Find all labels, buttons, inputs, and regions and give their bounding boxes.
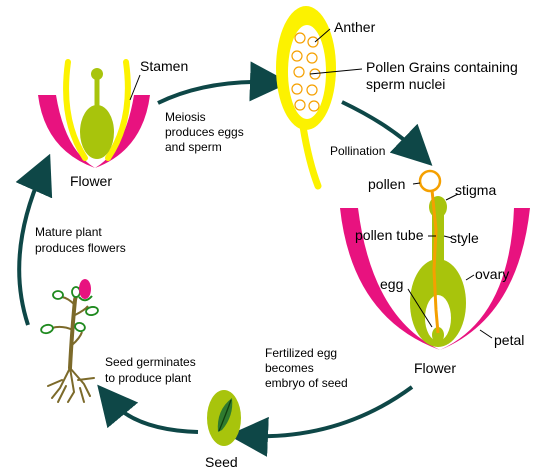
pollen-grains-label-2: sperm nuclei [366,76,445,92]
pollination-label: Pollination [330,144,385,158]
anther-illustration [276,6,363,190]
roots [47,367,95,403]
stamen-left [63,59,88,161]
young-plant-illustration [40,279,99,403]
pollen-pointer [412,182,421,185]
flower-right-illustration [340,169,530,350]
ovary-pointer [465,274,475,281]
meiosis-label-2: produces eggs [165,125,244,139]
style-label: style [450,230,479,246]
egg-cell [432,327,444,343]
arrow-pollination [341,100,433,166]
germinates-label-1: Seed germinates [105,355,196,369]
fertilized-label-1: Fertilized egg [265,346,337,360]
plant-flower-sepal [78,295,93,302]
germinates-label-2: to produce plant [105,371,192,385]
pollen-grain-on-stigma [418,169,442,193]
anther-label: Anther [334,19,376,35]
pollen-grains [291,32,321,112]
petal-right-right [440,208,530,350]
branch-left-1 [51,325,74,331]
flower-left-illustration [38,59,150,168]
pollen-label: pollen [368,176,405,192]
egg-label: egg [380,276,403,292]
seed-embryo-line [218,399,232,432]
egg-pointer [407,288,433,328]
cycle-arrows [15,61,433,457]
ovary-left [80,105,114,159]
meiosis-label-1: Meiosis [165,110,206,124]
arrow-flower-to-seed [228,385,414,457]
flower-left-label: Flower [70,173,112,189]
anther-inner [288,25,326,119]
arrow-flower-to-anther [157,61,290,105]
stigma-left [91,68,103,80]
seed-label: Seed [205,454,238,470]
seed-illustration [207,390,241,446]
stigma-label: stigma [455,182,496,198]
ovary-label: ovary [475,266,509,282]
stamen-pointer [129,74,141,101]
petal-right [95,95,150,168]
leaves [40,286,99,335]
fertilized-label-2: becomes [265,361,314,375]
petal-label: petal [494,332,524,348]
flower-right-label: Flower [414,360,456,376]
pollen-grains-pointer [309,68,363,75]
petal-right-left [340,208,440,350]
arrow-seed-to-plant [97,384,199,434]
plant-flower-bud [79,279,91,299]
branch-right-1 [71,331,83,346]
stigma-pointer [445,193,459,201]
style-pointer [443,235,453,239]
branch-right-2 [74,305,89,316]
petal-pointer [479,329,493,339]
stamen-right [105,59,131,161]
mature-label-1: Mature plant [35,225,102,239]
labels: Flower Stamen Anther Pollen Grains conta… [35,19,524,470]
mature-label-2: produces flowers [35,241,126,255]
stamen-label: Stamen [140,58,188,74]
meiosis-label-3: and sperm [165,140,222,154]
fertilized-label-3: embryo of seed [265,376,348,390]
anther-pointer [314,28,331,43]
pollen-tube-line [430,189,440,334]
petal-left [38,95,95,168]
arrow-plant-to-flower [15,153,53,326]
pollen-grains-label-1: Pollen Grains containing [366,59,518,75]
pollen-tube-label: pollen tube [355,227,424,243]
